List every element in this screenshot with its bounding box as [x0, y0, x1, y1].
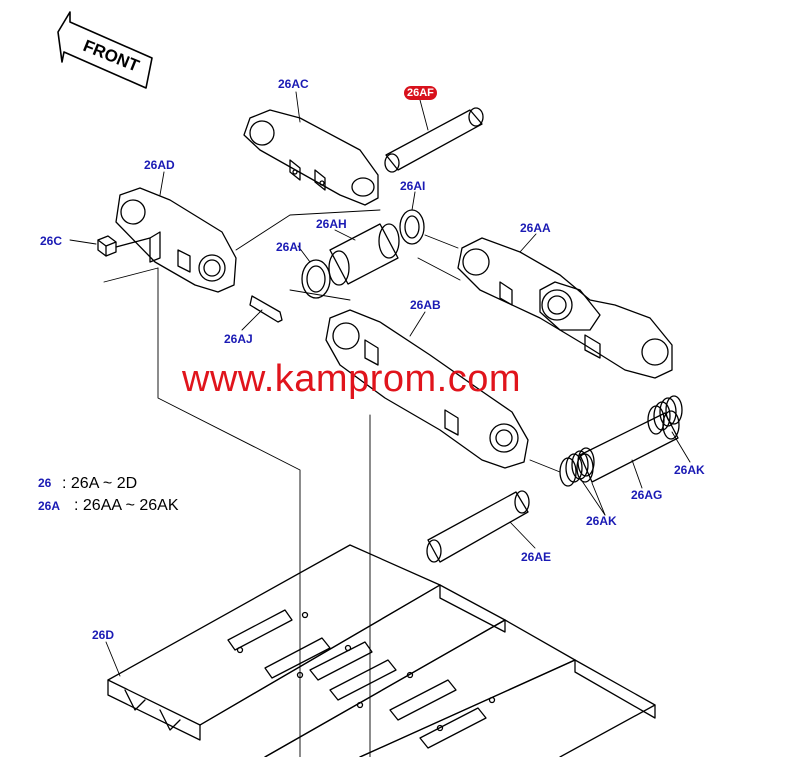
pin-26AE [426, 490, 530, 563]
callout-26AH: 26AH [316, 217, 347, 231]
link-26AD [115, 187, 237, 293]
bushing-26AH [328, 223, 400, 286]
link-26AA [457, 237, 673, 379]
callout-26AK-right: 26AK [674, 463, 705, 477]
seal-26AI-left [301, 259, 331, 299]
spring-26AK-left [559, 447, 595, 487]
front-label: FRONT [81, 36, 143, 76]
seal-26AI-top [399, 209, 425, 245]
callout-26AF: 26AF [404, 86, 437, 100]
legend-text-26: : 26A ~ 2D [62, 475, 138, 492]
legend-code-26: 26 [38, 476, 52, 490]
spring-26AK-right [647, 395, 683, 435]
link-26AB [325, 309, 529, 469]
callout-26C: 26C [40, 234, 63, 248]
callout-26AG: 26AG [631, 488, 663, 502]
callout-26AB: 26AB [410, 298, 441, 312]
callout-26AE: 26AE [521, 550, 552, 564]
legend-code-26A: 26A [38, 499, 61, 513]
legend-text-26A: : 26AA ~ 26AK [74, 497, 179, 514]
callout-26AA: 26AA [520, 221, 551, 235]
callout-26D: 26D [92, 628, 115, 642]
callout-26AK-bottom: 26AK [586, 514, 617, 528]
watermark-url: www.kamprom.com [182, 358, 521, 400]
nut-26C [97, 235, 151, 257]
callout-26AI-left: 26AI [276, 240, 302, 254]
pin-26AF [384, 107, 484, 173]
callout-26AI-top: 26AI [400, 179, 426, 193]
lockpin-26AJ [249, 295, 283, 323]
callout-26AD: 26AD [144, 158, 175, 172]
leader-lines [69, 91, 691, 757]
callout-26AC: 26AC [278, 77, 309, 91]
front-arrow-icon: FRONT [57, 11, 153, 89]
link-26AC [243, 109, 379, 206]
callout-26AJ: 26AJ [224, 332, 253, 346]
track-shoes-26D [107, 544, 656, 757]
